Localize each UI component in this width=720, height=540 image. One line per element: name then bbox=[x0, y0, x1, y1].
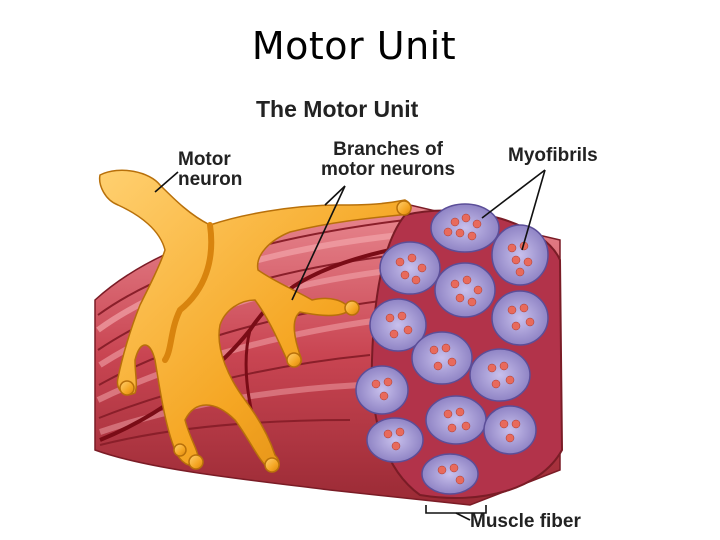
myofibril-bundles bbox=[355, 203, 549, 495]
label-motor-neuron-line2: neuron bbox=[178, 169, 243, 190]
motor-neuron bbox=[98, 169, 412, 473]
muscle-cross-section bbox=[355, 203, 564, 499]
slide-title: Motor Unit bbox=[251, 24, 457, 68]
pointer-lines bbox=[154, 169, 546, 521]
label-branches-line2: motor neurons bbox=[320, 159, 456, 180]
label-branches-of-motor-neurons: Branches of motor neurons bbox=[298, 140, 478, 180]
label-motor-neuron: Motor neuron bbox=[178, 150, 288, 190]
label-branches-line1: Branches of bbox=[333, 139, 443, 160]
label-motor-neuron-line1: Motor bbox=[178, 149, 231, 170]
label-muscle-fiber: Muscle fiber bbox=[470, 511, 581, 532]
diagram-title: The Motor Unit bbox=[256, 96, 419, 122]
label-myofibrils: Myofibrils bbox=[508, 145, 598, 166]
